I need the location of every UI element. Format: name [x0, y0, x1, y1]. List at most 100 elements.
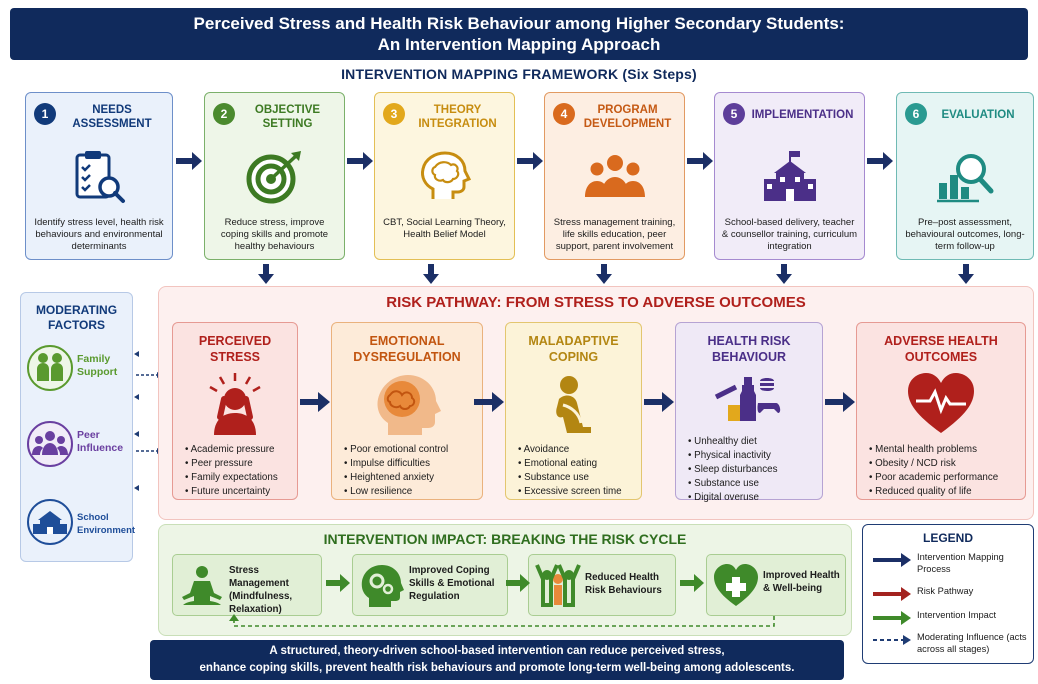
- legend-item-process: Intervention Mapping Process: [873, 551, 1033, 577]
- down-arrow: [258, 264, 274, 284]
- risk-list-item: Physical inactivity: [688, 449, 818, 463]
- step-number: 1: [34, 103, 56, 125]
- heart-pulse-icon: [908, 373, 974, 433]
- risk-list-item: Substance use: [688, 477, 818, 491]
- heart-plus-icon: [714, 564, 758, 606]
- step-title: NEEDS ASSESSMENT: [72, 104, 152, 130]
- risk-box-title: MALADAPTIVE COPING: [528, 334, 619, 364]
- moderator-label: School Environment: [77, 512, 136, 536]
- risk-list: Poor emotional control Impulse difficult…: [344, 443, 478, 499]
- step-number: 5: [723, 103, 745, 125]
- risk-list-item: Reduced quality of life: [869, 485, 1021, 499]
- risk-list-item: Poor emotional control: [344, 443, 478, 457]
- sitting-person-icon: [555, 376, 591, 433]
- down-arrow: [958, 264, 974, 284]
- down-arrow: [776, 264, 792, 284]
- moderating-title: MODERATING FACTORS: [35, 303, 118, 332]
- step-title: IMPLEMENTATION: [751, 109, 854, 121]
- moderator-school-environment: School Environment: [27, 499, 135, 549]
- risk-perceived-stress: PERCEIVED STRESS Academic pressure Peer …: [172, 322, 298, 500]
- legend-swatch: [873, 553, 911, 567]
- risk-list-item: Academic pressure: [185, 443, 293, 457]
- risk-list-item: Future uncertainty: [185, 485, 293, 499]
- legend-title: LEGEND: [922, 531, 973, 545]
- step-description: Stress management training, life skills …: [553, 217, 676, 252]
- step-needs-assessment: 1 NEEDS ASSESSMENT Identify stress level…: [25, 92, 173, 260]
- impact-arrow: [326, 574, 350, 592]
- risk-list-item: Emotional eating: [518, 457, 637, 471]
- process-arrow: [347, 152, 373, 170]
- risk-list: Avoidance Emotional eating Substance use…: [518, 443, 637, 499]
- process-arrow: [687, 152, 713, 170]
- legend-label: Intervention Mapping Process: [917, 552, 1004, 574]
- step-description: School-based delivery, teacher & counsel…: [721, 217, 858, 252]
- peers-icon: [32, 431, 68, 455]
- impact-label: Improved Coping Skills & Emotional Regul…: [409, 565, 495, 602]
- risk-emotional-dysregulation: EMOTIONAL DYSREGULATION Poor emotional c…: [331, 322, 483, 500]
- stressed-person-icon: [209, 373, 261, 435]
- meditation-icon: [182, 566, 222, 605]
- risk-list-item: Low resilience: [344, 485, 478, 499]
- step-title: EVALUATION: [941, 109, 1015, 121]
- risk-list-item: Mental health problems: [869, 443, 1021, 457]
- risk-list-item: Obesity / NCD risk: [869, 457, 1021, 471]
- risk-adverse-health-outcomes: ADVERSE HEALTH OUTCOMES Mental health pr…: [856, 322, 1026, 500]
- step-number: 3: [383, 103, 405, 125]
- step-theory-integration: 3 THEORY INTEGRATION CBT, Social Learnin…: [374, 92, 515, 260]
- head-brain-icon: [377, 375, 441, 435]
- risk-list-item: Substance use: [518, 471, 637, 485]
- risk-list-item: Avoidance: [518, 443, 637, 457]
- main-title-banner: Perceived Stress and Health Risk Behavio…: [10, 8, 1028, 60]
- legend-item-moderating: Moderating Influence (acts across all st…: [873, 631, 1033, 657]
- step-description: Identify stress level, health risk behav…: [34, 217, 164, 252]
- impact-improved-health: Improved Health & Well-being: [706, 554, 846, 616]
- step-title: OBJECTIVE SETTING: [254, 104, 321, 130]
- moderator-label: Peer Influence: [77, 429, 124, 454]
- clipboard-search-icon: [75, 151, 125, 203]
- impact-stress-management: Stress Management (Mindfulness, Relaxati…: [172, 554, 322, 616]
- legend-swatch: [873, 587, 911, 601]
- risk-pathway-arrow: [825, 392, 855, 412]
- main-title-line1: Perceived Stress and Health Risk Behavio…: [193, 14, 845, 33]
- risk-list: Unhealthy diet Physical inactivity Sleep…: [688, 435, 818, 505]
- risk-list: Academic pressure Peer pressure Family e…: [185, 443, 293, 499]
- risk-list-item: Peer pressure: [185, 457, 293, 471]
- step-objective-setting: 2 OBJECTIVE SETTING Reduce stress, impro…: [204, 92, 345, 260]
- moderator-peer-influence: Peer Influence: [27, 421, 131, 471]
- risk-box-title: PERCEIVED STRESS: [198, 334, 272, 364]
- group-icon: [584, 155, 645, 197]
- brain-icon: [420, 151, 471, 199]
- summary-line1: A structured, theory-driven school-based…: [269, 645, 725, 657]
- step-program-development: 4 PROGRAM DEVELOPMENT Stress management …: [544, 92, 685, 260]
- step-evaluation: 6 EVALUATION Pre–post assessment, behavi…: [896, 92, 1034, 260]
- chart-search-icon: [937, 154, 994, 203]
- down-arrow: [423, 264, 439, 284]
- step-description: Pre–post assessment, behavioural outcome…: [905, 217, 1025, 252]
- risk-items-icon: [714, 377, 781, 421]
- intervention-impact-title: INTERVENTION IMPACT: BREAKING THE RISK C…: [323, 531, 687, 547]
- risk-pathway-arrow: [300, 392, 330, 412]
- school-icon: [33, 511, 67, 534]
- family-icon: [37, 353, 63, 381]
- step-title: PROGRAM DEVELOPMENT: [583, 104, 672, 130]
- impact-arrow: [680, 574, 704, 592]
- impact-reduced-risk: Reduced Health Risk Behaviours: [528, 554, 676, 616]
- framework-title: INTERVENTION MAPPING FRAMEWORK (Six Step…: [341, 66, 697, 82]
- legend-item-impact: Intervention Impact: [873, 609, 1033, 635]
- legend-label: Risk Pathway: [917, 586, 974, 596]
- risk-box-title: ADVERSE HEALTH OUTCOMES: [884, 334, 998, 364]
- step-title: THEORY INTEGRATION: [418, 104, 497, 130]
- step-number: 6: [905, 103, 927, 125]
- process-arrow: [867, 152, 893, 170]
- legend-swatch: [873, 611, 911, 625]
- feedback-loop-arrow: [229, 614, 775, 627]
- risk-list-item: Poor academic performance: [869, 471, 1021, 485]
- legend-label: Moderating Influence (acts across all st…: [917, 632, 1027, 654]
- risk-list-item: Excessive screen time: [518, 485, 637, 499]
- risk-list-item: Heightened anxiety: [344, 471, 478, 485]
- process-arrow: [176, 152, 202, 170]
- risk-list-item: Digital overuse: [688, 491, 818, 505]
- main-title-line2: An Intervention Mapping Approach: [377, 35, 661, 54]
- moderating-factors-panel: MODERATING FACTORS Family Support Peer I…: [20, 292, 135, 562]
- people-cheering-icon: [535, 564, 581, 607]
